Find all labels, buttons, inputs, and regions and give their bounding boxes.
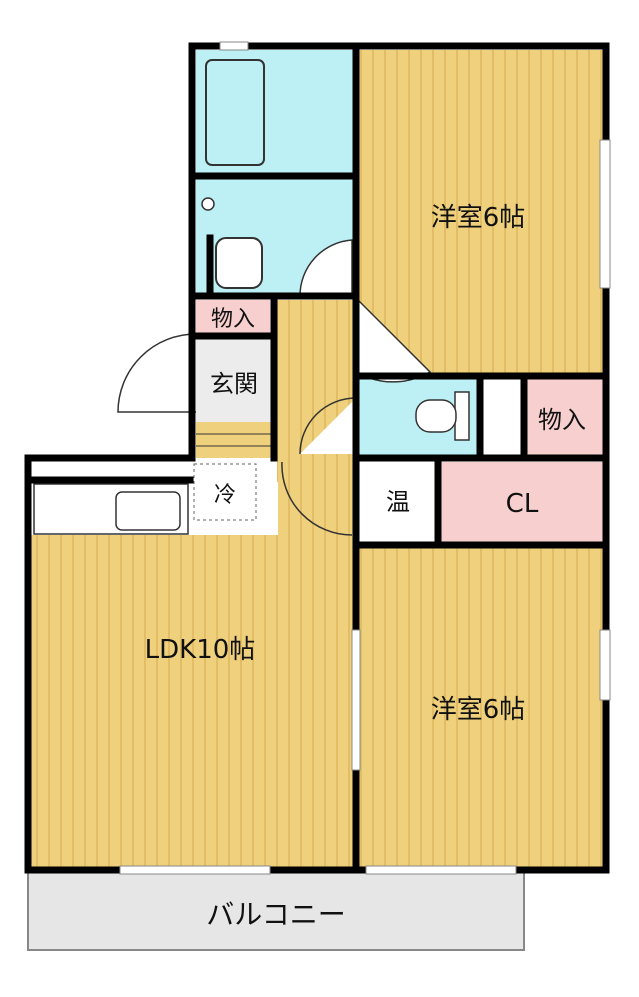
windows — [119, 41, 611, 875]
room-label-western-top: 洋室6帖 — [431, 203, 526, 233]
western-room-bottom-floor — [358, 545, 604, 868]
balcony-area — [27, 869, 525, 951]
door-swing-icon — [281, 461, 353, 536]
drain-icon — [201, 197, 215, 211]
storage-top — [196, 300, 270, 335]
room-label-closet: CL — [506, 489, 539, 519]
door-swing-icon — [117, 333, 197, 413]
bathtub-icon — [205, 59, 265, 166]
ldk-floor — [28, 535, 356, 868]
entrance-floor — [196, 338, 272, 422]
water-heater-area — [358, 462, 438, 542]
door-swing-icon — [300, 398, 356, 454]
entrance-step — [196, 422, 272, 458]
washbasin-icon — [215, 237, 263, 289]
room-label-storage-top: 物入 — [211, 307, 255, 332]
room-label-entrance: 玄関 — [210, 370, 258, 398]
closet — [440, 462, 604, 542]
hallway-lower-floor — [277, 460, 358, 540]
room-label-balcony: バルコニー — [206, 898, 345, 931]
fridge-space — [193, 463, 257, 521]
door-swing-icon — [299, 397, 357, 455]
storage-mid — [526, 378, 604, 456]
toilet-tank-icon — [454, 391, 470, 441]
room-label-storage-mid: 物入 — [538, 406, 586, 434]
room-label-ldk: LDK10帖 — [145, 635, 256, 665]
room-label-fridge: 冷 — [214, 483, 236, 508]
door-swing-icon — [299, 239, 353, 297]
kitchen-sink-icon — [115, 491, 181, 531]
toilet-bowl-icon — [415, 399, 457, 433]
room-label-water-heater: 温 — [386, 488, 410, 516]
room-label-western-bottom: 洋室6帖 — [431, 695, 526, 725]
western-room-top-floor — [358, 50, 604, 376]
